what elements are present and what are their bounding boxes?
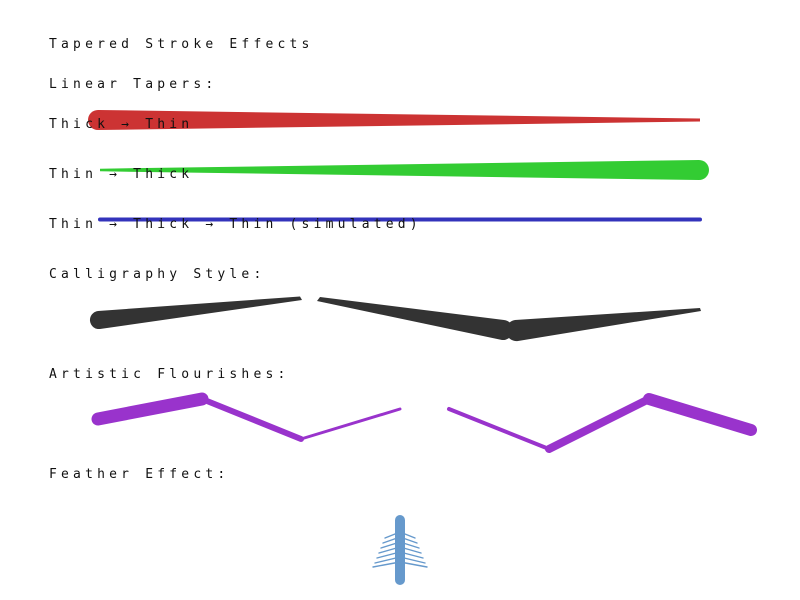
- green-thin-to-thick-stroke: [100, 160, 709, 180]
- red-thick-to-thin-stroke: [88, 110, 700, 130]
- calligraphy-stroke-1: [89, 296, 302, 330]
- flourish-strokes: [91, 392, 757, 453]
- calligraphy-style-heading: Calligraphy Style:: [49, 267, 266, 282]
- linear-tapers-heading: Linear Tapers:: [49, 77, 218, 92]
- calligraphy-stroke-2: [317, 297, 514, 341]
- calligraphy-stroke-3: [505, 308, 701, 342]
- thin-thick-thin-label: Thin → Thick → Thin (simulated): [49, 217, 422, 232]
- feather-graphic: [372, 515, 428, 585]
- thin-to-thick-label: Thin → Thick: [49, 167, 194, 182]
- artistic-flourishes-heading: Artistic Flourishes:: [49, 367, 290, 382]
- thick-to-thin-label: Thick → Thin: [49, 117, 194, 132]
- feather-effect-heading: Feather Effect:: [49, 467, 230, 482]
- page-title: Tapered Stroke Effects: [49, 37, 314, 52]
